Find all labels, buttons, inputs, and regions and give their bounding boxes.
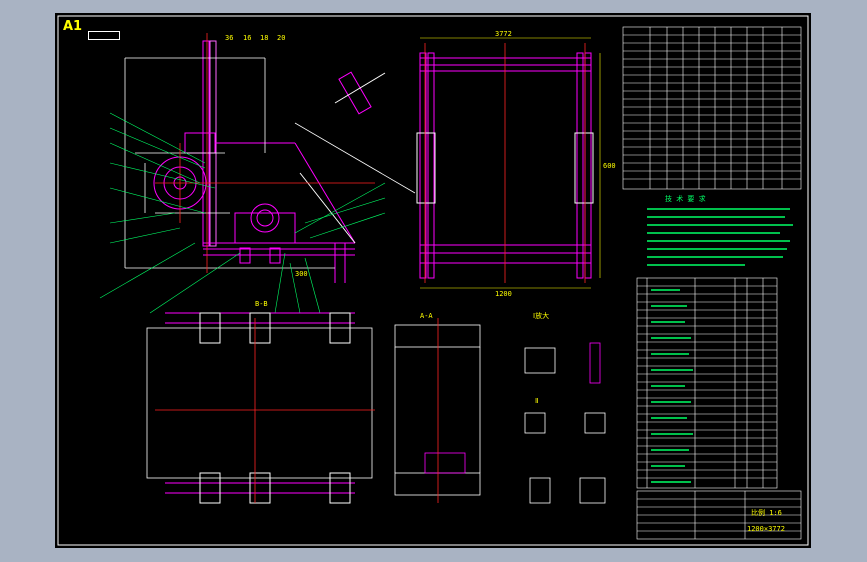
plan-view [165,312,355,504]
side-view-centerlines [424,43,586,283]
sheet-border [57,15,809,546]
title-block [636,490,802,540]
base-dimension: 300 [295,270,308,278]
tech-requirements [647,208,793,266]
plan-view-centerlines [155,318,375,503]
title-scale: 比例 1:6 [751,509,782,517]
drawing-number: 1200×3772 [747,525,785,533]
top-dimension-3: 18 [260,34,269,42]
detail-view-top [334,71,386,115]
cad-drawing [57,15,809,546]
parts-list-text [651,289,693,483]
detail-label-1: Ⅰ放大 [533,312,550,320]
section-label-bb: B-B [255,300,268,308]
top-dimension-2: 16 [243,34,252,42]
sheet-size-label: A1 [63,19,83,34]
section-view-a [394,324,481,496]
bottom-dimension: 1200 [495,290,512,298]
front-view [153,40,356,283]
detail-views [524,342,606,504]
parameter-table [622,26,802,190]
drawing-sheet: A1 [55,13,811,548]
plan-view-outline [146,327,373,479]
front-view-centerlines [155,33,375,273]
detail-label-2: Ⅱ [535,397,539,405]
width-dimension: 3772 [495,30,512,38]
section-label-aa: A-A [420,312,433,320]
height-dimension: 600 [603,162,616,170]
drawing-stamp [88,31,120,40]
top-dimension-1: 36 [225,34,234,42]
tech-requirements-title: 技 术 要 求 [665,195,706,203]
leader-lines [99,112,386,314]
front-view-outline [124,57,416,269]
side-view-dims [420,37,601,289]
parts-list [636,277,778,489]
top-dimension-4: 20 [277,34,286,42]
